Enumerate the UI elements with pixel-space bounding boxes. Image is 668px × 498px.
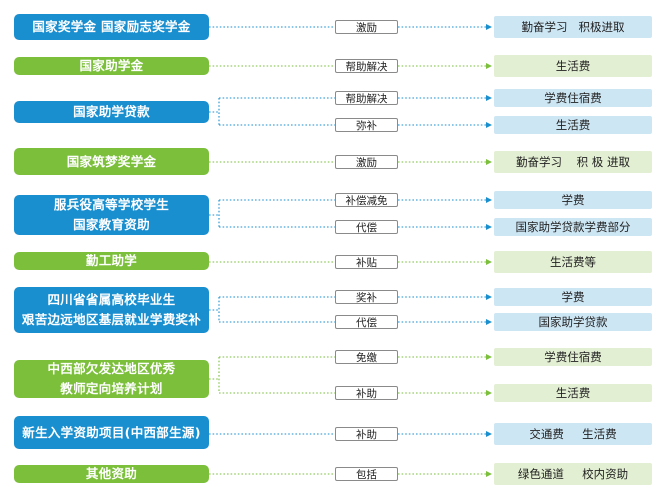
action-label: 代偿 xyxy=(335,315,398,329)
result-box: 生活费 xyxy=(494,55,652,77)
result-box: 勤奋学习 积极进取 xyxy=(494,16,652,38)
action-label: 奖补 xyxy=(335,290,398,304)
program-label-line: 四川省省属高校毕业生 xyxy=(47,292,176,307)
action-label: 补助 xyxy=(335,427,398,441)
result-box: 国家助学贷款 xyxy=(494,313,652,331)
program-box: 四川省省属高校毕业生艰苦边远地区基层就业学费奖补 xyxy=(14,287,209,333)
program-label-line: 国家奖学金 国家励志奖学金 xyxy=(32,19,191,34)
result-box: 学费住宿费 xyxy=(494,348,652,366)
action-label: 免缴 xyxy=(335,350,398,364)
arrowhead-icon xyxy=(486,431,492,437)
program-label-line: 国家助学贷款 xyxy=(73,104,150,119)
program-label-line: 教师定向培养计划 xyxy=(60,381,163,396)
action-label: 弥补 xyxy=(335,118,398,132)
result-box: 绿色通道 校内资助 xyxy=(494,463,652,485)
arrowhead-icon xyxy=(486,24,492,30)
result-box: 学费 xyxy=(494,288,652,306)
program-label-line: 国家助学金 xyxy=(79,58,144,73)
arrowhead-icon xyxy=(486,197,492,203)
result-box: 生活费 xyxy=(494,116,652,134)
result-box: 学费 xyxy=(494,191,652,209)
program-label: 中西部欠发达地区优秀教师定向培养计划 xyxy=(47,359,175,399)
program-label: 国家助学金 xyxy=(79,56,143,76)
program-label: 四川省省属高校毕业生艰苦边远地区基层就业学费奖补 xyxy=(22,290,201,330)
program-box: 国家筑梦奖学金 xyxy=(14,148,209,175)
arrowhead-icon xyxy=(486,319,492,325)
result-box: 生活费 xyxy=(494,384,652,402)
program-label-line: 国家筑梦奖学金 xyxy=(66,153,157,169)
action-label: 激励 xyxy=(335,155,398,169)
action-label: 激励 xyxy=(335,20,398,34)
program-box: 服兵役高等学校学生国家教育资助 xyxy=(14,195,209,235)
program-label-line: 国家教育资助 xyxy=(73,217,150,232)
arrowhead-icon xyxy=(486,159,492,165)
program-label: 勤工助学 xyxy=(86,251,137,271)
action-label: 补偿减免 xyxy=(335,193,398,207)
program-box: 中西部欠发达地区优秀教师定向培养计划 xyxy=(14,360,209,398)
action-label: 补助 xyxy=(335,386,398,400)
action-label: 补贴 xyxy=(335,255,398,269)
program-box: 其他资助 xyxy=(14,465,209,483)
program-label: 国家助学贷款 xyxy=(73,102,150,122)
program-box: 国家奖学金 国家励志奖学金 xyxy=(14,14,209,40)
action-label: 帮助解决 xyxy=(335,59,398,73)
arrowhead-icon xyxy=(486,390,492,396)
action-label: 帮助解决 xyxy=(335,91,398,105)
arrowhead-icon xyxy=(486,95,492,101)
arrowhead-icon xyxy=(486,63,492,69)
program-label-line: 中西部欠发达地区优秀 xyxy=(47,361,176,376)
program-label: 其他资助 xyxy=(86,464,137,484)
result-box: 生活费等 xyxy=(494,251,652,273)
arrowhead-icon xyxy=(486,294,492,300)
result-box: 国家助学贷款学费部分 xyxy=(494,218,652,236)
arrowhead-icon xyxy=(486,471,492,477)
program-box: 国家助学金 xyxy=(14,57,209,75)
program-label-line: 服兵役高等学校学生 xyxy=(53,197,170,212)
program-box: 勤工助学 xyxy=(14,252,209,270)
program-label: 国家筑梦奖学金 xyxy=(67,152,157,172)
result-box: 交通费 生活费 xyxy=(494,423,652,445)
program-label: 新生入学资助项目(中西部生源) xyxy=(22,423,200,443)
arrowhead-icon xyxy=(486,259,492,265)
program-box: 国家助学贷款 xyxy=(14,101,209,123)
program-box: 新生入学资助项目(中西部生源) xyxy=(14,416,209,449)
result-box: 勤奋学习 积 极 进取 xyxy=(494,151,652,173)
action-label: 包括 xyxy=(335,467,398,481)
program-label: 服兵役高等学校学生国家教育资助 xyxy=(54,195,169,235)
program-label-line: 勤工助学 xyxy=(85,253,138,268)
program-label-line: 其他资助 xyxy=(85,466,138,481)
program-label-line: 新生入学资助项目(中西部生源) xyxy=(22,424,201,440)
program-label: 国家奖学金 国家励志奖学金 xyxy=(32,17,190,37)
program-label-line: 艰苦边远地区基层就业学费奖补 xyxy=(21,312,202,327)
arrowhead-icon xyxy=(486,122,492,128)
action-label: 代偿 xyxy=(335,220,398,234)
arrowhead-icon xyxy=(486,354,492,360)
arrowhead-icon xyxy=(486,224,492,230)
result-box: 学费住宿费 xyxy=(494,89,652,107)
